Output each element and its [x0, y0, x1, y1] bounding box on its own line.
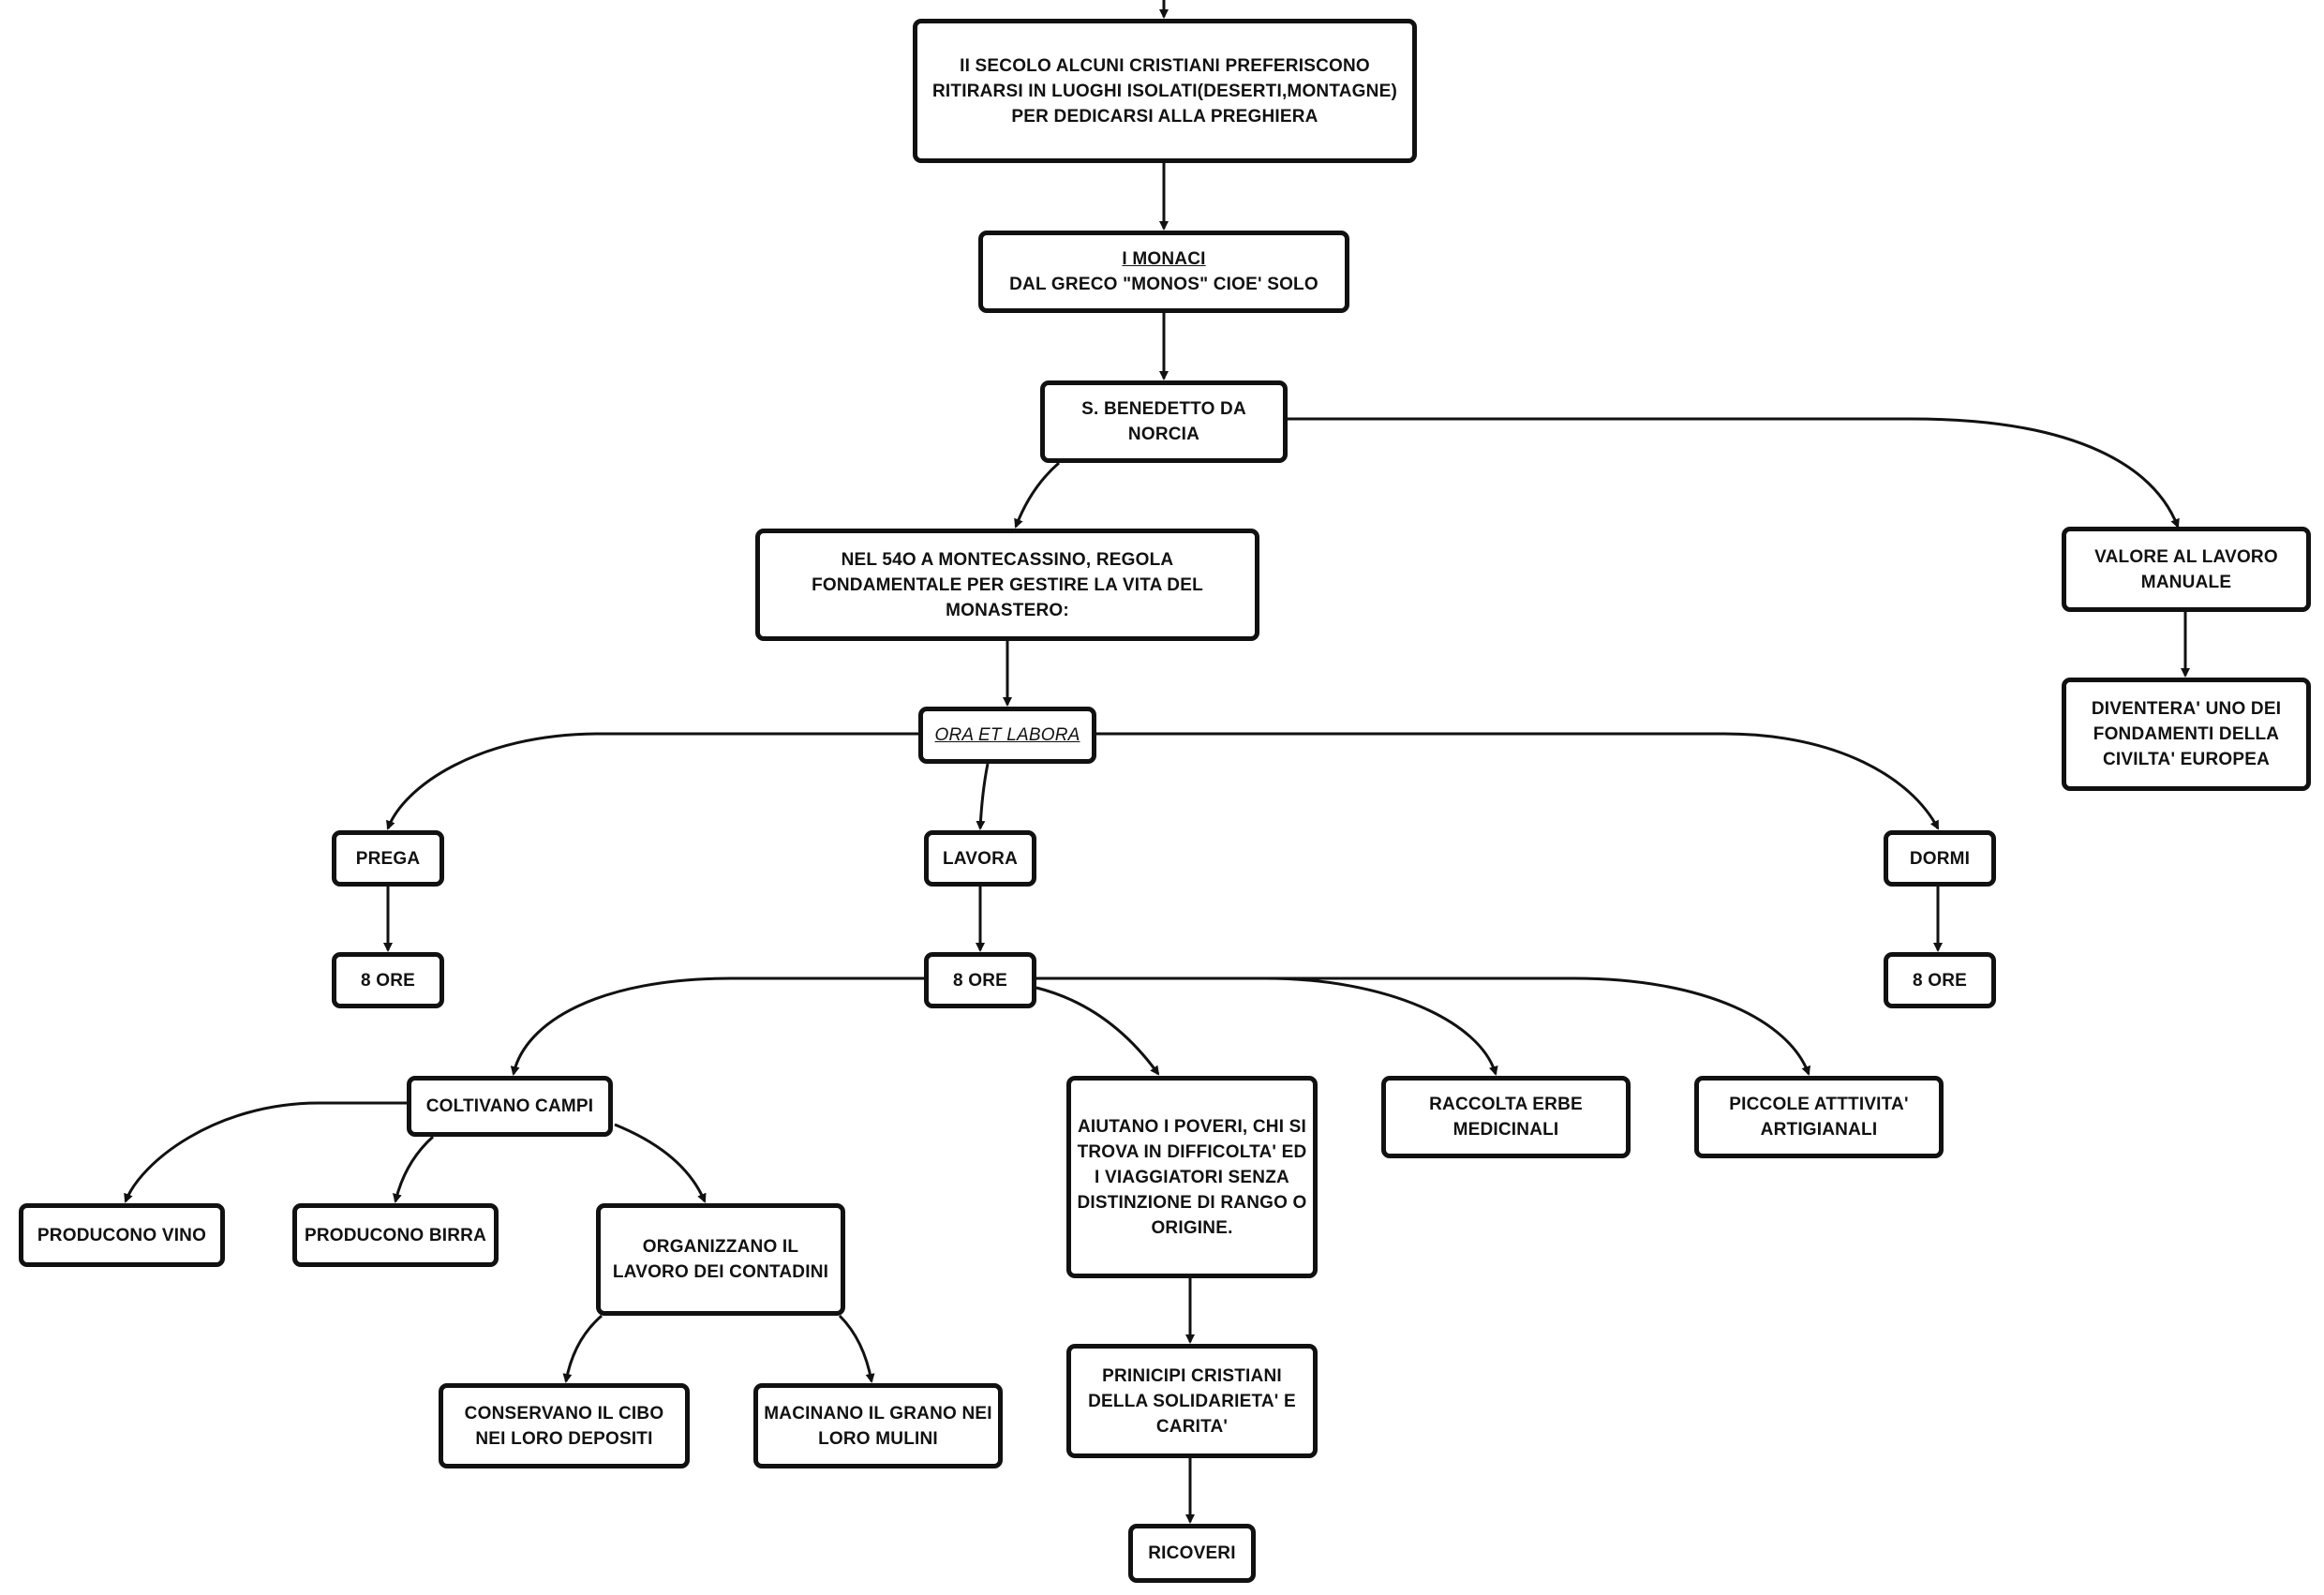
node-principi-text: PRINICIPI CRISTIANI DELLA SOLIDARIETA' E…: [1088, 1365, 1296, 1437]
node-prega-ore-text: 8 ORE: [360, 970, 416, 991]
node-dormi: DORMI: [1884, 830, 1996, 887]
node-ricoveri-text: RICOVERI: [1148, 1543, 1236, 1563]
node-birra-text: PRODUCONO BIRRA: [304, 1225, 487, 1245]
node-valore-text: VALORE AL LAVORO MANUALE: [2094, 546, 2278, 592]
node-birra: PRODUCONO BIRRA: [292, 1203, 499, 1267]
node-conservano: CONSERVANO IL CIBO NEI LORO DEPOSITI: [439, 1383, 690, 1468]
node-vino-text: PRODUCONO VINO: [37, 1225, 207, 1245]
edge-ore-to-artigianali: [1036, 976, 1811, 1076]
node-artigianali: PICCOLE ATTTIVITA' ARTIGIANALI: [1694, 1076, 1944, 1158]
node-ritiro: II SECOLO ALCUNI CRISTIANI PREFERISCONO …: [913, 19, 1417, 163]
node-principi: PRINICIPI CRISTIANI DELLA SOLIDARIETA' E…: [1066, 1344, 1318, 1458]
edge-benedetto-to-regola: [1014, 461, 1060, 529]
node-dormi-text: DORMI: [1909, 848, 1971, 869]
node-prega: PREGA: [332, 830, 444, 887]
edge-ora-to-prega: [386, 732, 918, 830]
node-aiutano-text: AIUTANO I POVERI, CHI SI TROVA IN DIFFIC…: [1077, 1116, 1307, 1238]
node-ricoveri: RICOVERI: [1128, 1524, 1256, 1583]
node-artigianali-text: PICCOLE ATTTIVITA' ARTIGIANALI: [1729, 1095, 1909, 1140]
node-prega-text: PREGA: [355, 848, 421, 869]
node-monaci-title: I MONACI: [1122, 249, 1206, 269]
edge-organizzano-to-conservano: [562, 1314, 603, 1383]
node-benedetto-text: S. BENEDETTO DA NORCIA: [1081, 399, 1246, 444]
node-fondamenti-text: DIVENTERA' UNO DEI FONDAMENTI DELLA CIVI…: [2091, 699, 2282, 769]
node-organizzano-text: ORGANIZZANO IL LAVORO DEI CONTADINI: [612, 1237, 829, 1282]
node-regola: NEL 54O A MONTECASSINO, REGOLA FONDAMENT…: [755, 529, 1259, 641]
node-ora-et-labora-text: ORA ET LABORA: [934, 725, 1080, 745]
node-dormi-ore: 8 ORE: [1884, 952, 1996, 1008]
node-dormi-ore-text: 8 ORE: [1912, 970, 1968, 991]
edge-ora-to-lavora: [976, 763, 990, 830]
node-erbe: RACCOLTA ERBE MEDICINALI: [1381, 1076, 1631, 1158]
node-valore: VALORE AL LAVORO MANUALE: [2062, 527, 2311, 612]
edge-coltivano-to-organizzano: [614, 1123, 707, 1203]
node-monaci-subtitle: DAL GRECO "MONOS" CIOE' SOLO: [1009, 275, 1318, 294]
node-coltivano-text: COLTIVANO CAMPI: [425, 1096, 594, 1116]
node-ritiro-text: II SECOLO ALCUNI CRISTIANI PREFERISCONO …: [932, 55, 1397, 127]
node-macinano: MACINANO IL GRANO NEI LORO MULINI: [753, 1383, 1003, 1468]
node-monaci: I MONACI DAL GRECO "MONOS" CIOE' SOLO: [978, 231, 1349, 313]
node-ora-et-labora: ORA ET LABORA: [918, 707, 1096, 764]
node-organizzano: ORGANIZZANO IL LAVORO DEI CONTADINI: [596, 1203, 845, 1316]
edge-ore-to-aiutano: [1035, 986, 1160, 1076]
edge-ore-to-coltivano: [510, 976, 924, 1076]
node-regola-text: NEL 54O A MONTECASSINO, REGOLA FONDAMENT…: [812, 549, 1203, 620]
node-fondamenti: DIVENTERA' UNO DEI FONDAMENTI DELLA CIVI…: [2062, 678, 2311, 791]
edge-benedetto-to-valore: [1288, 417, 2180, 529]
node-lavora: LAVORA: [924, 830, 1036, 887]
node-coltivano: COLTIVANO CAMPI: [407, 1076, 613, 1137]
edge-coltivano-to-birra: [392, 1135, 435, 1203]
edge-coltivano-to-vino: [124, 1101, 407, 1203]
node-macinano-text: MACINANO IL GRANO NEI LORO MULINI: [764, 1403, 992, 1449]
node-lavora-ore-text: 8 ORE: [952, 970, 1008, 991]
node-aiutano: AIUTANO I POVERI, CHI SI TROVA IN DIFFIC…: [1066, 1076, 1318, 1278]
node-conservano-text: CONSERVANO IL CIBO NEI LORO DEPOSITI: [464, 1403, 664, 1449]
edge-ora-to-dormi: [1096, 732, 1940, 830]
node-benedetto: S. BENEDETTO DA NORCIA: [1040, 380, 1288, 463]
node-vino: PRODUCONO VINO: [19, 1203, 225, 1267]
edge-organizzano-to-macinano: [838, 1314, 875, 1383]
edge-ore-to-erbe: [1036, 976, 1498, 1076]
node-prega-ore: 8 ORE: [332, 952, 444, 1008]
node-lavora-ore: 8 ORE: [924, 952, 1036, 1008]
node-lavora-text: LAVORA: [942, 848, 1018, 869]
node-erbe-text: RACCOLTA ERBE MEDICINALI: [1429, 1095, 1583, 1140]
